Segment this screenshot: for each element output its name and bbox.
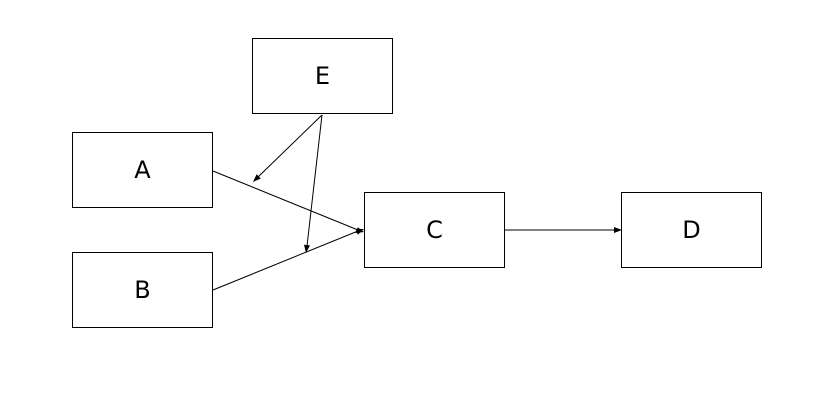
node-b-box	[72, 252, 213, 328]
node-a-box	[72, 132, 213, 208]
node-b: B	[72, 252, 213, 328]
node-a-label: A	[134, 156, 151, 184]
arrowhead-c-to-d	[614, 227, 622, 233]
node-c-label: C	[426, 216, 443, 244]
node-b-label: B	[134, 276, 150, 304]
edge-b-to-c	[212, 230, 359, 291]
node-c: C	[364, 192, 505, 268]
edges	[212, 114, 622, 291]
arrowhead-b-to-c	[355, 228, 364, 235]
node-d-box	[621, 192, 762, 268]
arrowhead-e-to-bc	[304, 244, 310, 253]
node-a: A	[72, 132, 213, 208]
node-c-box	[364, 192, 505, 268]
edge-a-to-c	[212, 170, 359, 231]
node-e-label: E	[315, 62, 330, 90]
edge-e-to-bc	[306, 114, 323, 247]
edge-e-to-ac	[257, 114, 323, 178]
node-d-label: D	[682, 216, 700, 244]
node-e: E	[252, 38, 393, 114]
node-e-box	[252, 38, 393, 114]
arrowhead-e-to-ac	[253, 174, 261, 182]
node-d: D	[621, 192, 762, 268]
